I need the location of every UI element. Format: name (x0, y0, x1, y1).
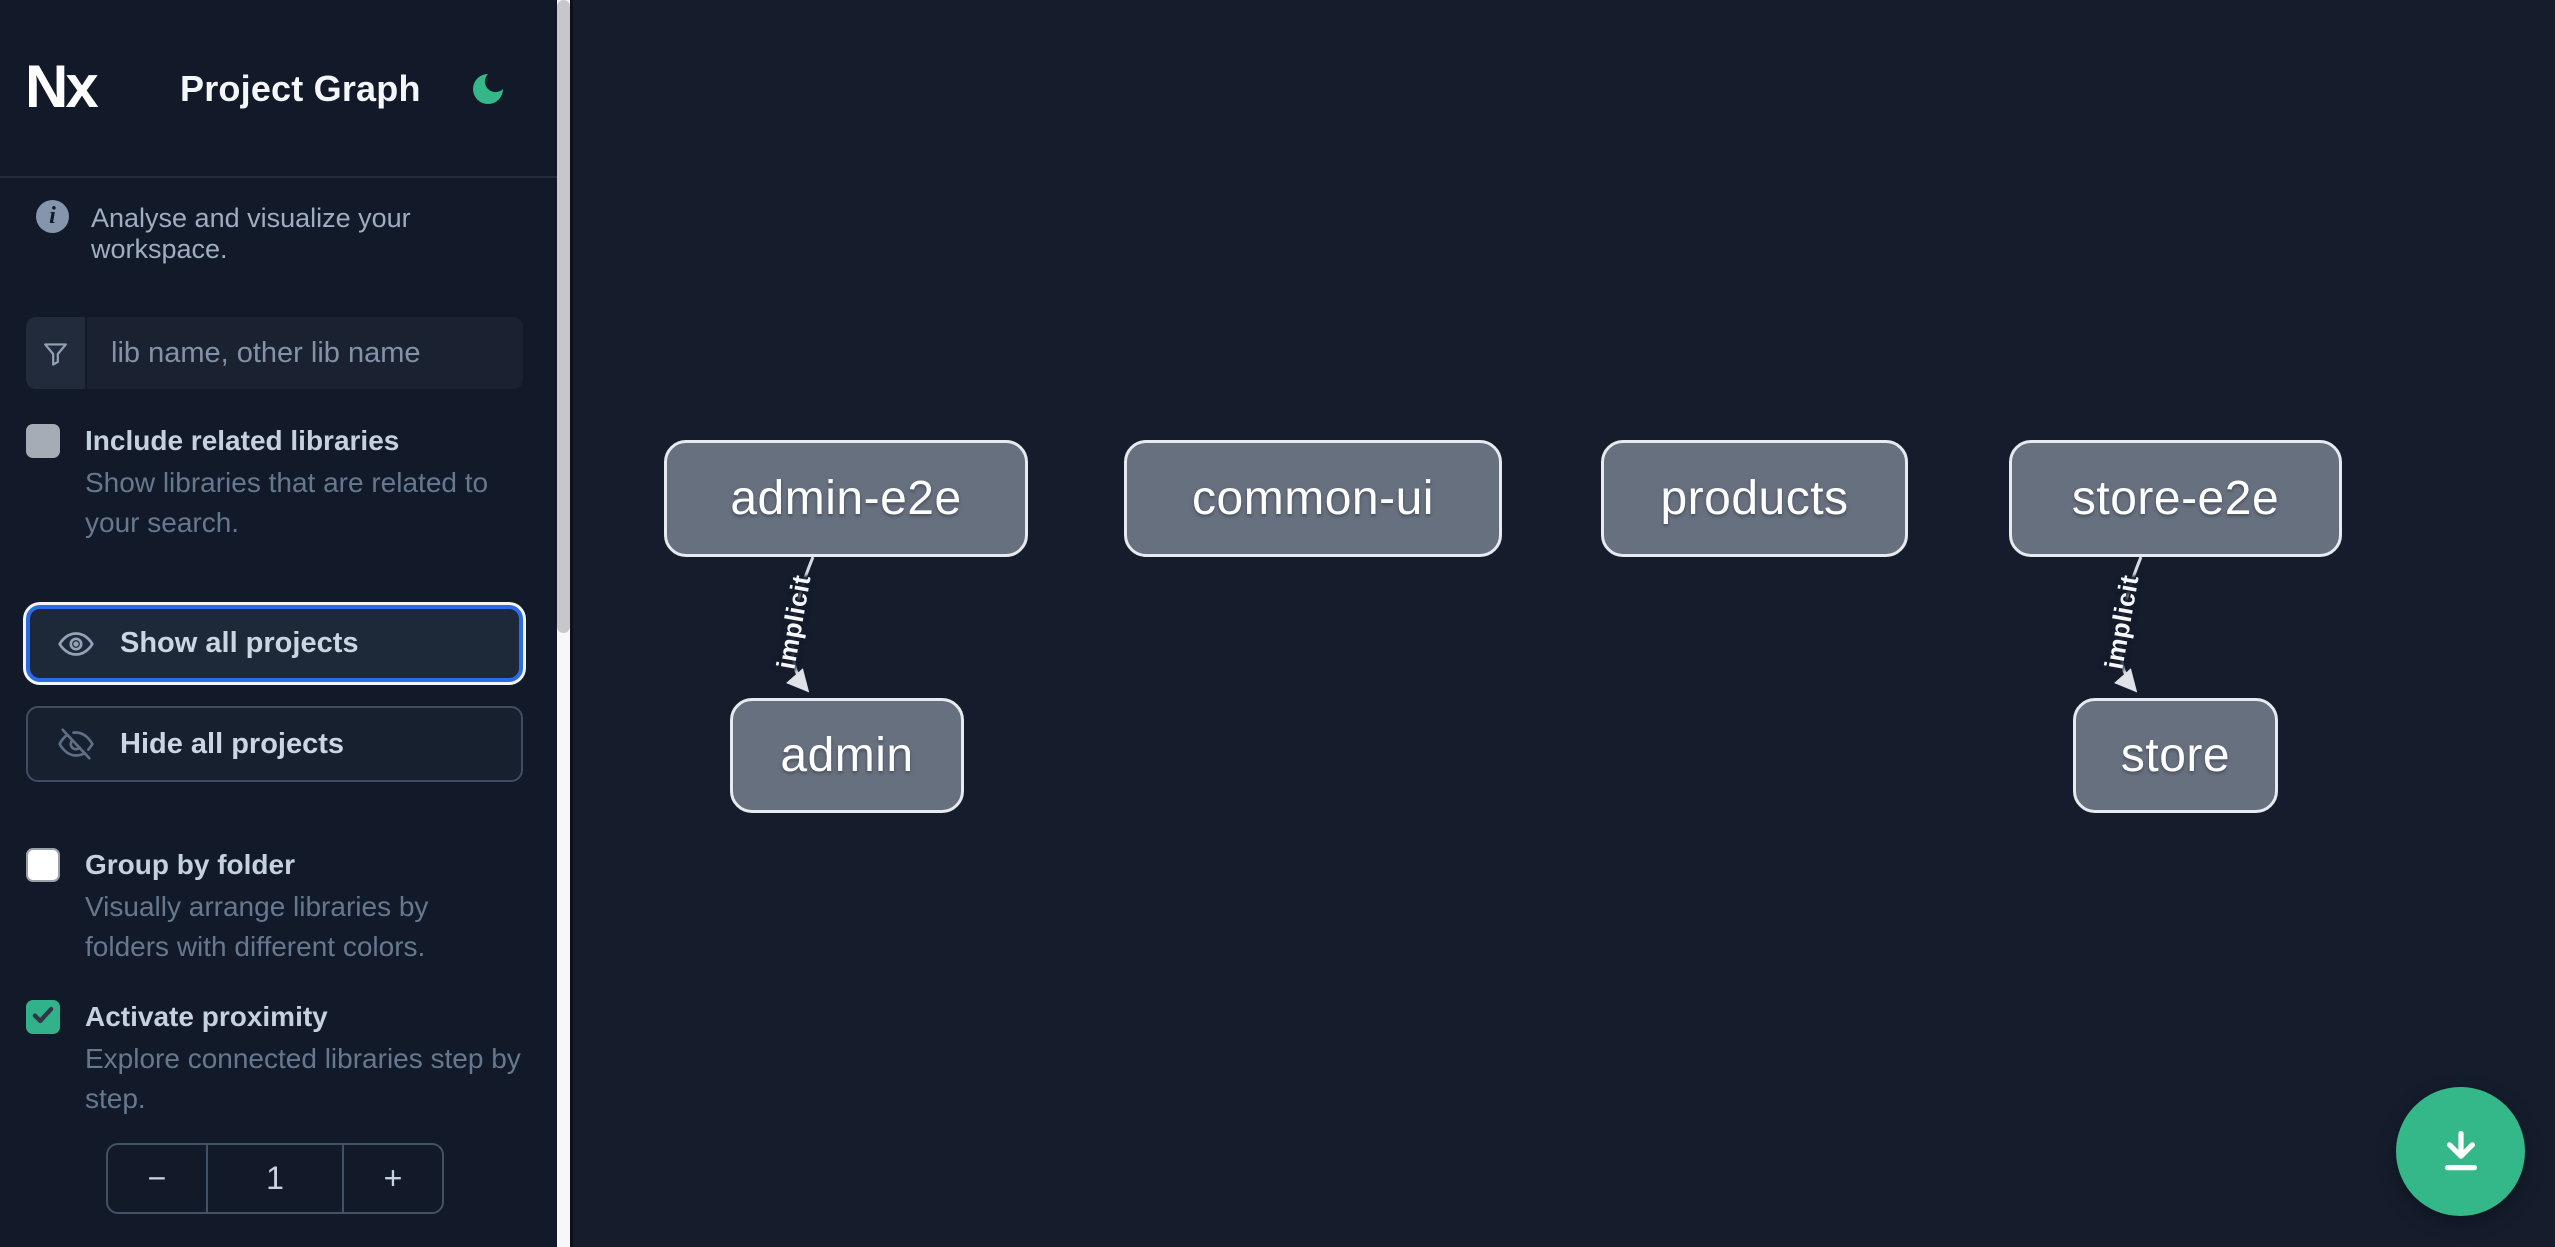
show-all-projects-label: Show all projects (120, 627, 359, 659)
option-description: Show libraries that are related to your … (85, 467, 489, 538)
node-products[interactable]: products (1601, 440, 1908, 557)
node-store[interactable]: store (2073, 698, 2278, 813)
node-admin-e2e[interactable]: admin-e2e (664, 440, 1028, 557)
node-common-ui[interactable]: common-ui (1124, 440, 1502, 557)
edge-store-e2e-to-store (2113, 556, 2143, 693)
option-description: Visually arrange libraries by folders wi… (85, 891, 429, 962)
header-divider (0, 176, 557, 178)
funnel-filter-icon (26, 317, 87, 389)
proximity-increment-button[interactable]: + (344, 1145, 442, 1212)
download-icon (2432, 1121, 2490, 1182)
search-input[interactable] (87, 317, 523, 389)
workspace-info: i Analyse and visualize your workspace. (36, 200, 536, 265)
option-label: Include related libraries (85, 425, 400, 456)
page-title: Project Graph (180, 68, 421, 109)
moon-icon (468, 73, 508, 112)
option-label: Activate proximity (85, 1001, 328, 1032)
hide-all-projects-label: Hide all projects (120, 727, 345, 760)
edge-admin-e2e-to-admin (785, 556, 815, 693)
option-label: Group by folder (85, 849, 295, 880)
node-admin[interactable]: admin (730, 698, 964, 813)
scrollbar-edge (570, 0, 573, 1247)
search-box (26, 317, 523, 389)
proximity-stepper: − 1 + (106, 1143, 444, 1214)
node-store-e2e[interactable]: store-e2e (2009, 440, 2342, 557)
info-icon: i (36, 200, 69, 233)
eye-off-icon (56, 724, 96, 764)
graph-canvas[interactable]: admin-e2e common-ui products store-e2e a… (573, 0, 2555, 1247)
option-activate-proximity: Activate proximity Explore connected lib… (26, 998, 526, 1119)
sidebar: Nx Project Graph i Analyse and visualize… (0, 0, 557, 1247)
nx-logo: Nx (25, 52, 99, 120)
option-group-by-folder: Group by folder Visually arrange librari… (26, 846, 526, 967)
eye-icon (56, 624, 96, 664)
theme-toggle-button[interactable] (466, 68, 510, 112)
checkbox-group-by-folder[interactable] (26, 848, 60, 882)
scrollbar-thumb[interactable] (557, 0, 570, 633)
option-description: Explore connected libraries step by step… (85, 1043, 521, 1114)
hide-all-projects-button[interactable]: Hide all projects (26, 706, 523, 782)
edges-svg (785, 556, 2143, 693)
checkbox-activate-proximity[interactable] (26, 1000, 60, 1034)
checkbox-include-related-libraries[interactable] (26, 424, 60, 458)
proximity-decrement-button[interactable]: − (108, 1145, 206, 1212)
show-all-projects-button[interactable]: Show all projects (26, 605, 523, 682)
proximity-value: 1 (206, 1145, 344, 1212)
sidebar-scrollbar[interactable] (557, 0, 570, 1247)
info-text: Analyse and visualize your workspace. (91, 203, 411, 264)
download-button[interactable] (2396, 1087, 2525, 1216)
check-icon (30, 1002, 56, 1033)
option-include-related: Include related libraries Show libraries… (26, 422, 526, 543)
